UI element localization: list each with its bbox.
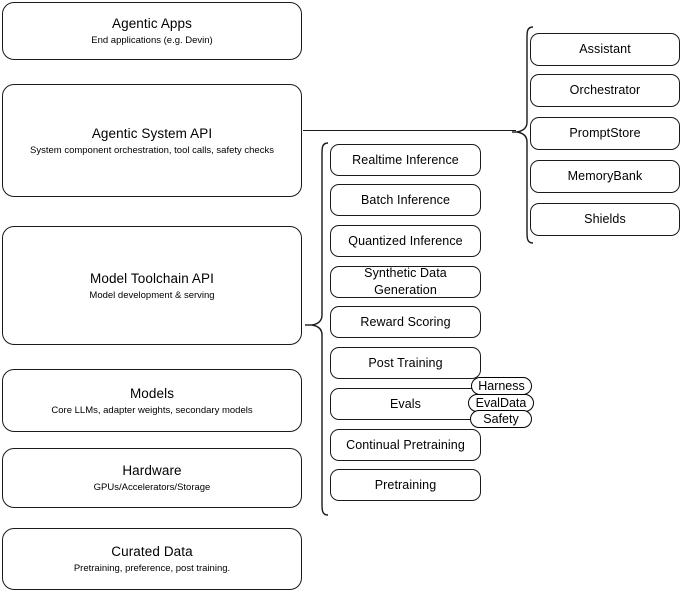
- item-label: MemoryBank: [567, 169, 643, 183]
- item-label: Shields: [584, 212, 626, 226]
- item-label: Reward Scoring: [360, 314, 451, 329]
- layer-box-agentic-system-api[interactable]: Agentic System API System component orch…: [2, 84, 302, 197]
- system-component-shields[interactable]: Shields: [530, 203, 680, 236]
- toolchain-item-synthetic-data-generation[interactable]: Synthetic Data Generation: [330, 266, 481, 298]
- toolchain-item-pretraining[interactable]: Pretraining: [330, 469, 481, 501]
- layer-subtitle: Pretraining, preference, post training.: [73, 563, 231, 574]
- item-label: PromptStore: [569, 126, 641, 140]
- layer-title: Agentic System API: [91, 125, 213, 141]
- brace-agentic-system-components: [512, 24, 534, 248]
- layer-subtitle: Model development & serving: [89, 289, 215, 301]
- toolchain-item-realtime-inference[interactable]: Realtime Inference: [330, 144, 481, 176]
- toolchain-item-continual-pretraining[interactable]: Continual Pretraining: [330, 429, 481, 461]
- item-label: Quantized Inference: [348, 233, 463, 248]
- item-label: Realtime Inference: [352, 152, 459, 167]
- layer-box-model-toolchain-api[interactable]: Model Toolchain API Model development & …: [2, 226, 302, 345]
- layer-box-agentic-apps[interactable]: Agentic Apps End applications (e.g. Devi…: [2, 2, 302, 60]
- item-label: Evals: [389, 396, 422, 411]
- layer-subtitle: System component orchestration, tool cal…: [30, 144, 274, 156]
- toolchain-item-batch-inference[interactable]: Batch Inference: [330, 184, 481, 216]
- layer-box-curated-data[interactable]: Curated Data Pretraining, preference, po…: [2, 528, 302, 590]
- item-label: Synthetic Data Generation: [364, 266, 447, 297]
- toolchain-item-quantized-inference[interactable]: Quantized Inference: [330, 225, 481, 257]
- pill-label: Safety: [483, 411, 519, 426]
- pill-label: Harness: [478, 378, 525, 393]
- system-component-assistant[interactable]: Assistant: [530, 33, 680, 66]
- item-label: Continual Pretraining: [346, 437, 465, 452]
- layer-title: Model Toolchain API: [90, 270, 214, 286]
- evals-subitem-safety[interactable]: Safety: [470, 410, 532, 428]
- system-component-memorybank[interactable]: MemoryBank: [530, 160, 680, 193]
- layer-title: Curated Data: [111, 544, 193, 559]
- item-label: Orchestrator: [569, 83, 641, 97]
- pill-label: EvalData: [475, 395, 527, 410]
- brace-model-toolchain: [303, 140, 329, 518]
- layer-box-hardware[interactable]: Hardware GPUs/Accelerators/Storage: [2, 448, 302, 508]
- item-label: Post Training: [368, 355, 443, 370]
- toolchain-item-evals[interactable]: Evals: [330, 388, 481, 420]
- system-component-orchestrator[interactable]: Orchestrator: [530, 74, 680, 107]
- system-component-promptstore[interactable]: PromptStore: [530, 117, 680, 150]
- item-label: Pretraining: [374, 477, 437, 492]
- layer-subtitle: GPUs/Accelerators/Storage: [93, 482, 211, 493]
- layer-title: Agentic Apps: [111, 16, 192, 31]
- toolchain-item-reward-scoring[interactable]: Reward Scoring: [330, 306, 481, 338]
- item-label: Assistant: [579, 42, 631, 56]
- toolchain-item-post-training[interactable]: Post Training: [330, 347, 481, 379]
- item-label: Batch Inference: [360, 192, 451, 207]
- layer-subtitle: End applications (e.g. Devin): [91, 35, 213, 46]
- evals-subitem-harness[interactable]: Harness: [471, 377, 532, 395]
- layer-subtitle: Core LLMs, adapter weights, secondary mo…: [51, 404, 253, 416]
- layer-title: Hardware: [122, 463, 182, 478]
- connector-system-api-to-components: [303, 130, 516, 132]
- layer-title: Models: [129, 385, 175, 401]
- layer-box-models[interactable]: Models Core LLMs, adapter weights, secon…: [2, 369, 302, 432]
